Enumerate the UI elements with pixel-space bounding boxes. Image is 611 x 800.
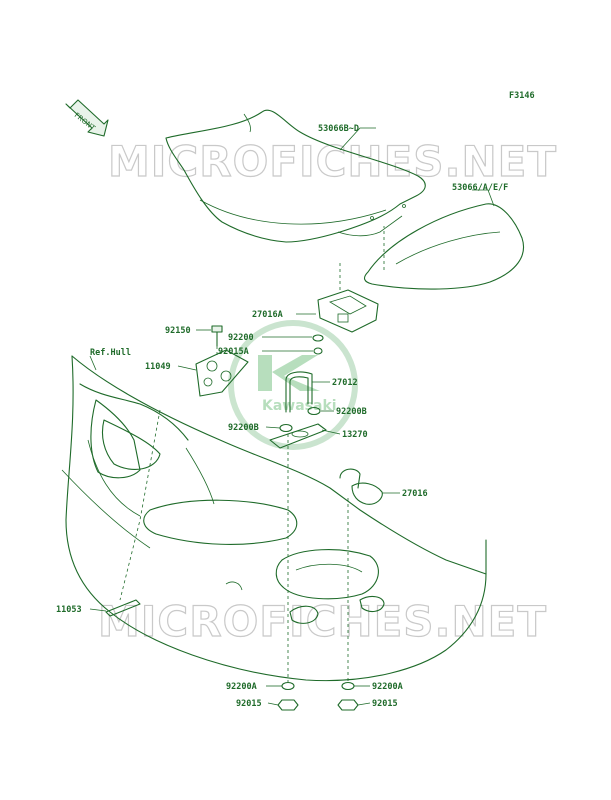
label-plate: 13270: [342, 430, 368, 440]
striker: [339, 468, 383, 505]
watermark-bottom: MICROFICHES.NET: [98, 597, 547, 646]
label-seat-front: 53066/A/E/F: [452, 183, 508, 193]
washer-92200a-left-icon: [281, 681, 295, 691]
label-u-bolt: 27012: [332, 378, 358, 388]
nut-92015a-icon: [313, 347, 323, 355]
plate: [269, 423, 327, 449]
label-bracket: 11049: [145, 362, 171, 372]
washer-92200a-right-icon: [341, 681, 355, 691]
washer-92200b-left-icon: [279, 423, 293, 433]
label-ref-hull: Ref.Hull: [90, 348, 131, 358]
kawasaki-logo: Kawasaki: [228, 320, 358, 450]
label-washer-92200b-right: 92200B: [336, 407, 367, 417]
seat-front: [363, 203, 524, 290]
logo-text: Kawasaki: [262, 398, 337, 414]
label-seat-rear: 53066B~D: [318, 124, 359, 134]
label-washer-92200b-left: 92200B: [228, 423, 259, 433]
bolt-icon: [211, 325, 223, 347]
front-arrow-icon: FRONT: [65, 99, 109, 137]
washer-92200-icon: [312, 334, 324, 342]
label-bolt: 92150: [165, 326, 191, 336]
figure-code: F3146: [509, 91, 535, 101]
watermark-top: MICROFICHES.NET: [108, 137, 557, 186]
label-washer-92200a-right: 92200A: [372, 682, 403, 692]
bracket: [195, 349, 249, 397]
label-strap: 11053: [56, 605, 82, 615]
nut-92015-right-icon: [337, 699, 359, 711]
latch: [317, 226, 385, 333]
label-washer-92200a-left: 92200A: [226, 682, 257, 692]
washer-92200b-right-icon: [307, 406, 321, 416]
label-nut-92015a: 92015A: [218, 347, 249, 357]
seat-rear: [165, 109, 426, 243]
strap: [105, 599, 141, 617]
label-washer-92200: 92200: [228, 333, 254, 343]
hull: [61, 355, 487, 682]
nut-92015-left-icon: [277, 699, 299, 711]
label-nut-92015-right: 92015: [372, 699, 398, 709]
u-bolt: [285, 371, 313, 413]
label-latch: 27016A: [252, 310, 283, 320]
label-striker: 27016: [402, 489, 428, 499]
label-nut-92015-left: 92015: [236, 699, 262, 709]
